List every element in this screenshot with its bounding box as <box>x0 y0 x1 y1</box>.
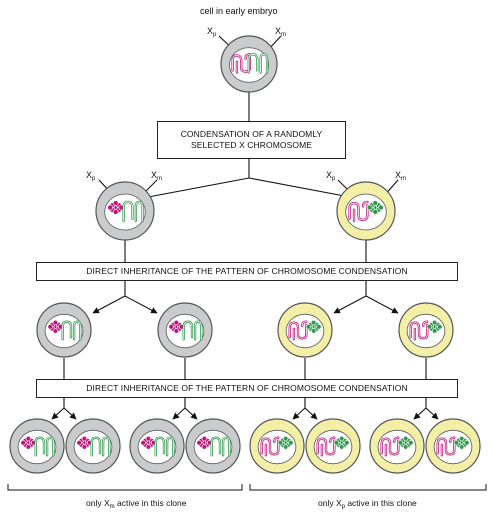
condensed-x-icon <box>453 435 470 450</box>
condensed-x-icon <box>20 435 37 450</box>
caption-left: only Xm active in this clone <box>86 498 187 510</box>
bracket-right-icon <box>249 484 487 491</box>
condensed-x-icon <box>47 319 64 334</box>
arrow-box2-l-1 <box>172 407 186 420</box>
caption-right: only Xp active in this clone <box>318 498 417 510</box>
xp-label-right: Xp <box>326 170 336 182</box>
active-x-highlight <box>155 437 174 456</box>
arrow-box2-l-0 <box>51 407 65 420</box>
arrow-l-l <box>92 295 126 314</box>
cell-early-embryo <box>220 35 278 93</box>
active-x-highlight <box>62 321 81 340</box>
active-x-highlight <box>261 437 279 456</box>
active-x-highlight <box>317 437 335 456</box>
cell-row4-1 <box>9 418 65 474</box>
cell-row4-2 <box>65 418 121 474</box>
inheritance-box-1: DIRECT INHERITANCE OF THE PATTERN OF CHR… <box>36 262 458 281</box>
active-x-highlight <box>211 437 230 456</box>
cell-row4-4 <box>185 418 241 474</box>
active-x-highlight <box>437 437 455 456</box>
arrow-box2-l-3 <box>413 407 427 420</box>
active-x-highlight <box>349 201 368 222</box>
condensation-box: CONDENSATION OF A RANDOMLY SELECTED X CH… <box>157 121 346 159</box>
arrow-right-branch <box>248 177 356 201</box>
condensed-x-icon <box>76 435 93 450</box>
cell-row4-3 <box>129 418 185 474</box>
cell-row4-5 <box>249 418 305 474</box>
xm-label-left: Xm <box>151 170 163 182</box>
active-x-highlight <box>289 321 307 340</box>
condensed-x-icon <box>426 319 443 334</box>
arrow-l-r <box>124 295 158 314</box>
active-x-highlight <box>35 437 54 456</box>
cell-xp-condensed <box>95 181 155 241</box>
active-x-highlight <box>183 321 202 340</box>
active-x-highlight <box>123 201 143 222</box>
arrow-r-r <box>365 295 399 314</box>
cell-row4-7 <box>369 418 425 474</box>
condensed-x-icon <box>196 435 213 450</box>
condensed-x-icon <box>333 435 350 450</box>
condensed-x-icon <box>140 435 157 450</box>
condensed-x-icon <box>366 200 384 215</box>
arrow-box2-r-3 <box>425 407 439 420</box>
condensed-x-icon <box>168 319 185 334</box>
xp-label-left: Xp <box>86 170 96 182</box>
xp-label-top: Xp <box>207 26 217 38</box>
arrow-left-branch <box>142 177 250 201</box>
cell-row4-8 <box>425 418 481 474</box>
active-x-highlight <box>248 53 268 74</box>
cell-row3-1 <box>36 302 92 358</box>
cell-row3-3 <box>277 302 333 358</box>
arrow-box2-l-2 <box>292 407 306 420</box>
active-x-highlight <box>381 437 399 456</box>
arrow-box2-r-2 <box>304 407 318 420</box>
active-x-highlight <box>410 321 428 340</box>
arrow-r-l <box>333 295 367 314</box>
arrow-box2-r-0 <box>63 407 77 420</box>
condensed-x-icon <box>305 319 322 334</box>
cell-xm-condensed <box>336 181 396 241</box>
inheritance-box-2: DIRECT INHERITANCE OF THE PATTERN OF CHR… <box>36 379 458 398</box>
cell-row4-6 <box>305 418 361 474</box>
bracket-left-icon <box>7 484 243 491</box>
arrow-box2-r-1 <box>184 407 198 420</box>
condensed-x-icon <box>277 435 294 450</box>
condensed-x-icon <box>397 435 414 450</box>
active-x-highlight <box>91 437 110 456</box>
cell-row3-4 <box>398 302 454 358</box>
xm-label-top: Xm <box>275 26 287 38</box>
cell-row3-2 <box>157 302 213 358</box>
top-label: cell in early embryo <box>200 6 278 16</box>
xm-label-right: Xm <box>395 170 407 182</box>
